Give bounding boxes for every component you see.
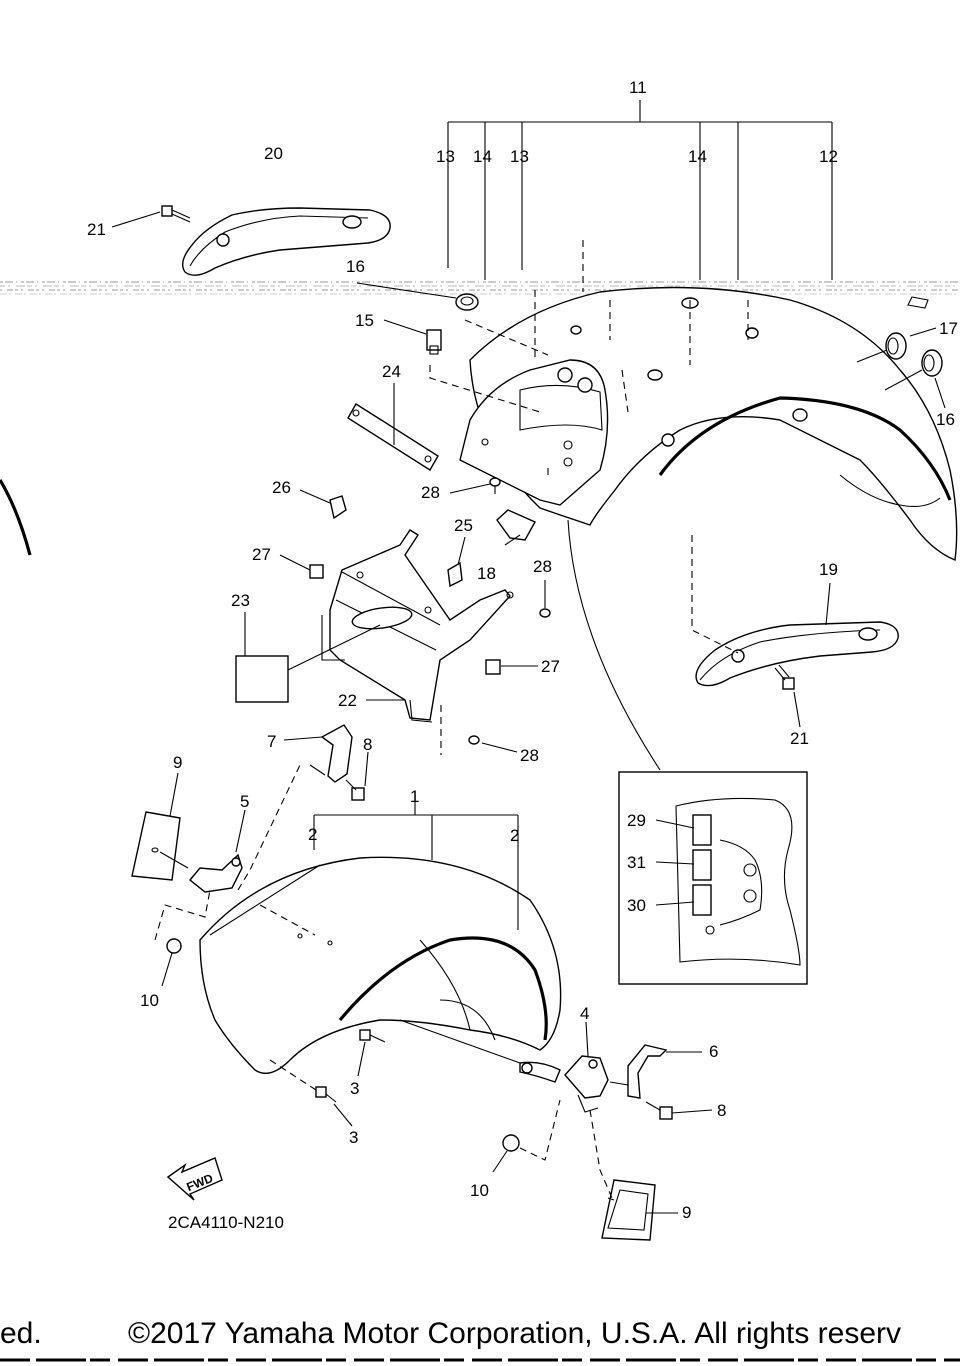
callout-15: 15: [355, 311, 374, 330]
inner-bracket: [459, 359, 609, 506]
callout-21: 21: [790, 729, 809, 748]
callout-8: 8: [717, 1101, 726, 1120]
grommet-16-left: [356, 282, 479, 311]
callout-28: 28: [533, 557, 552, 576]
callout-23: 23: [231, 591, 250, 610]
callout-27: 27: [252, 545, 271, 564]
nut-10-left: [154, 889, 211, 987]
callout-13: 13: [436, 147, 455, 166]
plate-23: [235, 612, 381, 703]
nut-10-right: [492, 1099, 561, 1173]
pad-27-left: [279, 554, 324, 579]
bolt-8-lower: [645, 1101, 713, 1120]
callout-19: 19: [819, 560, 838, 579]
bolt-8-upper: [345, 751, 369, 801]
strip-24: [347, 383, 439, 471]
bracket-7: [283, 724, 353, 783]
left-edge-fragment: [0, 479, 32, 556]
callout-30: 30: [627, 896, 646, 915]
callout-2: 2: [308, 825, 317, 844]
callout-12: 12: [819, 147, 838, 166]
callout-9: 9: [682, 1203, 691, 1222]
callout-20: 20: [264, 144, 283, 163]
footer-left-fragment: ed.: [0, 1317, 42, 1350]
bracket-11: [447, 100, 833, 280]
callout-6: 6: [709, 1042, 718, 1061]
clip-25: [447, 536, 466, 588]
clip-26: [299, 489, 347, 520]
bracket-5: [189, 764, 301, 893]
callout-4: 4: [580, 1004, 589, 1023]
callout-29: 29: [627, 811, 646, 830]
callout-16: 16: [346, 257, 365, 276]
callout-28: 28: [520, 746, 539, 765]
reflector-9-left: [131, 772, 189, 881]
grommet-16-right: [884, 349, 946, 409]
diagram-code: 2CA4110-N210: [168, 1213, 284, 1232]
bracket-1: [313, 795, 519, 930]
screw-28-right: [539, 580, 551, 618]
footer-copyright: ©2017 Yamaha Motor Corporation, U.S.A. A…: [128, 1317, 901, 1350]
reflector-9-right: [589, 1109, 678, 1241]
callout-17: 17: [939, 319, 958, 338]
bolt-21-top: [111, 205, 191, 228]
callout-5: 5: [240, 792, 249, 811]
bolt-3-lower: [269, 1059, 353, 1127]
scan-noise-band: [0, 281, 960, 295]
pad-18: [496, 509, 536, 546]
front-fender-1: [199, 856, 562, 1074]
screw-28-lower: [440, 705, 518, 755]
callout-25: 25: [454, 516, 473, 535]
fwd-arrow: FWD: [166, 1157, 223, 1201]
callout-18: 18: [477, 564, 496, 583]
license-bracket-22: [321, 529, 514, 723]
callout-2: 2: [510, 826, 519, 845]
callout-10: 10: [140, 991, 159, 1010]
footer: ed. ©2017 Yamaha Motor Corporation, U.S.…: [0, 1317, 960, 1362]
callout-3: 3: [350, 1079, 359, 1098]
rear-fender-11: [469, 286, 958, 561]
bracket-6: [609, 1044, 702, 1099]
callout-3: 3: [349, 1128, 358, 1147]
callout-28: 28: [421, 483, 440, 502]
callout-16: 16: [936, 410, 955, 429]
callout-7: 7: [267, 732, 276, 751]
callout-14: 14: [688, 147, 707, 166]
callout-13: 13: [510, 147, 529, 166]
callout-labels: 11 13 14 13 14 12 20 21 16 15 17 16 24 2…: [87, 78, 958, 1222]
callout-10: 10: [470, 1181, 489, 1200]
inset-box: [618, 771, 808, 985]
callout-22: 22: [338, 691, 357, 710]
inset-leader: [567, 519, 661, 771]
grommet-17: [856, 327, 937, 363]
callout-11: 11: [629, 78, 647, 97]
bolt-21-bottom: [774, 664, 801, 728]
connector-15: [383, 319, 442, 355]
pad-27-right: [485, 659, 538, 675]
callout-27: 27: [541, 657, 560, 676]
callout-26: 26: [272, 478, 291, 497]
side-cover-20: [182, 207, 391, 276]
callout-8: 8: [363, 735, 372, 754]
bracket-4: [399, 1019, 609, 1113]
screw-28-upper: [449, 477, 501, 494]
side-cover-19: [691, 535, 899, 687]
callout-24: 24: [382, 362, 401, 381]
bolt-3-upper: [357, 1029, 386, 1077]
callout-14: 14: [473, 147, 492, 166]
callout-21: 21: [87, 220, 106, 239]
callout-1: 1: [410, 787, 419, 806]
callout-31: 31: [627, 853, 646, 872]
callout-9: 9: [173, 753, 182, 772]
